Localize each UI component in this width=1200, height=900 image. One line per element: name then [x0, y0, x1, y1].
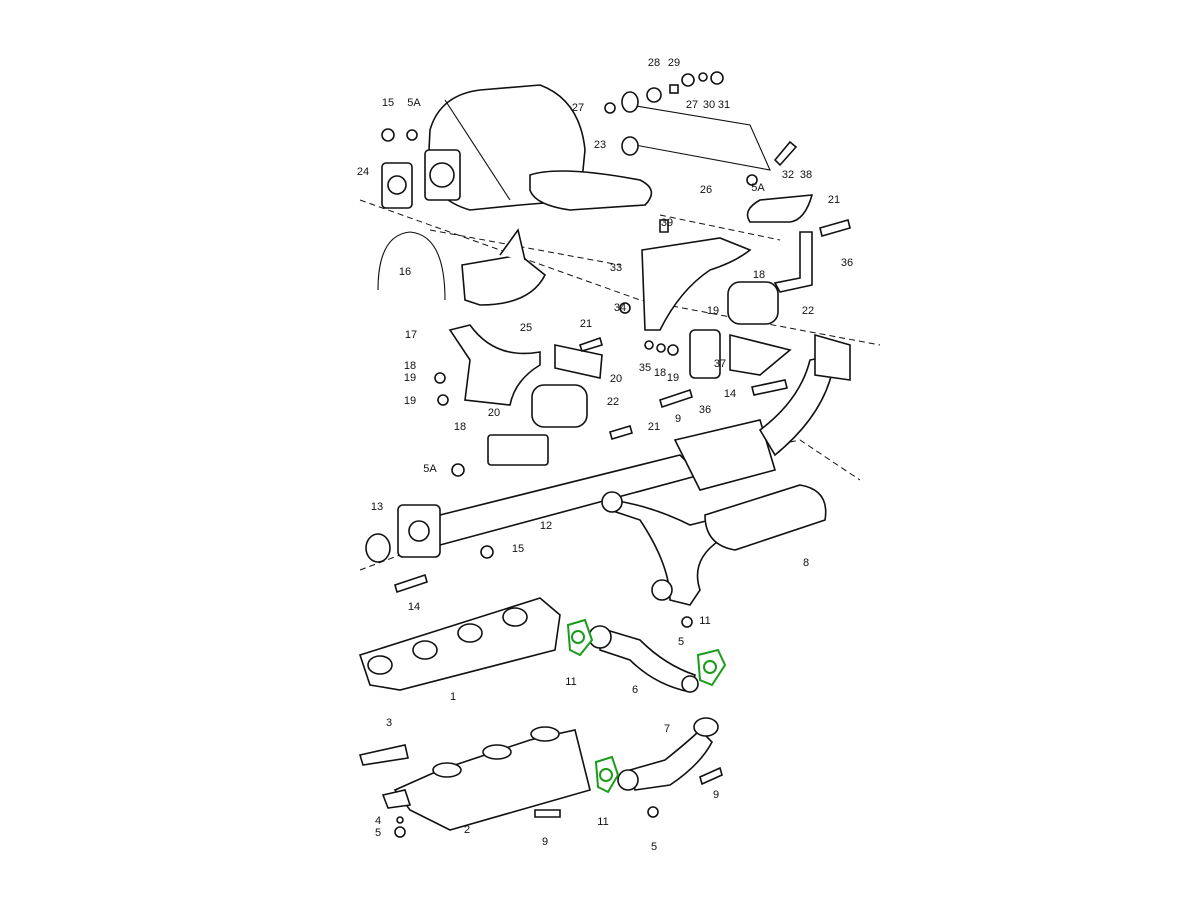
part-number-label: 18 — [404, 360, 416, 372]
part-number-label: 9 — [713, 789, 719, 801]
rear-silencer-part-23[interactable] — [424, 84, 653, 211]
u-bolt-part-16[interactable] — [377, 231, 446, 301]
part-number-label: 12 — [540, 520, 552, 532]
bracket-part-20[interactable] — [554, 344, 603, 379]
part-number-label: 21 — [580, 318, 592, 330]
part-number-label: 26 — [700, 184, 712, 196]
part-number-label: 31 — [718, 99, 730, 111]
part-number-label: 22 — [607, 396, 619, 408]
part-number-label: 19 — [667, 372, 679, 384]
part-number-label: 36 — [699, 404, 711, 416]
part-number-label: 15 — [512, 543, 524, 555]
part-number-label: 18 — [454, 421, 466, 433]
part-number-label: 27 — [572, 102, 584, 114]
part-number-label: 17 — [405, 329, 417, 341]
hardware-top[interactable] — [381, 71, 798, 186]
part-number-label: 9 — [542, 836, 548, 848]
part-number-label: 5 — [651, 841, 657, 853]
bracket-part-36-top[interactable] — [773, 231, 813, 293]
hardware-lower[interactable] — [394, 545, 723, 838]
heat-shield-part-25[interactable] — [461, 228, 547, 306]
part-number-label: 36 — [841, 257, 853, 269]
part-number-label: 21 — [648, 421, 660, 433]
part-number-label: 38 — [800, 169, 812, 181]
part-number-label: 21 — [828, 194, 840, 206]
part-number-label: 18 — [753, 269, 765, 281]
part-number-label: 11 — [565, 676, 576, 688]
part-number-label: 18 — [654, 367, 666, 379]
part-number-label: 7 — [664, 723, 670, 735]
pipe-part-7[interactable] — [617, 717, 719, 791]
part-number-label: 34 — [614, 302, 626, 314]
part-number-label: 19 — [404, 372, 416, 384]
part-number-label: 11 — [597, 816, 608, 828]
front-pipe-part-12[interactable] — [397, 333, 851, 558]
part-number-label: 35 — [639, 362, 651, 374]
part-number-label: 37 — [714, 358, 726, 370]
part-number-label: 20 — [488, 407, 500, 419]
part-number-label: 32 — [782, 169, 794, 181]
part-number-label: 19 — [404, 395, 416, 407]
intermediate-silencer-part-8[interactable] — [601, 484, 827, 606]
part-number-label: 19 — [707, 305, 719, 317]
part-number-label: 5 — [678, 636, 684, 648]
part-number-label: 5A — [751, 182, 765, 194]
bracket-part-33[interactable] — [641, 237, 752, 331]
assembly-lines — [359, 199, 881, 571]
part-number-label: 16 — [399, 266, 411, 278]
part-number-label: 9 — [675, 413, 681, 425]
exhaust-manifold-part-1[interactable] — [358, 597, 561, 691]
part-number-label: 27 — [686, 99, 698, 111]
part-number-label: 8 — [803, 557, 809, 569]
pipe-part-6[interactable] — [588, 625, 699, 693]
part-number-label: 6 — [632, 684, 638, 696]
rubber-mount-22[interactable] — [531, 384, 588, 428]
part-number-label: 14 — [408, 601, 420, 613]
part-number-label: 5A — [407, 97, 421, 109]
exhaust-manifold-part-2[interactable] — [358, 726, 591, 831]
part-number-label: 13 — [371, 501, 383, 513]
part-number-label: 2 — [464, 824, 470, 836]
part-number-label: 1 — [450, 691, 456, 703]
part-number-label: 29 — [668, 57, 680, 69]
bracket-part-26[interactable] — [621, 91, 771, 171]
part-number-label: 20 — [610, 373, 622, 385]
part-number-label: 33 — [610, 262, 622, 274]
clamp-ring-part-13[interactable] — [365, 533, 391, 563]
gasket-part-24[interactable] — [381, 162, 413, 209]
part-number-label: 11 — [699, 615, 710, 627]
gasket-part-11[interactable] — [566, 618, 727, 794]
part-number-label: 22 — [802, 305, 814, 317]
tailpipe-part-38[interactable] — [746, 194, 814, 223]
hardware-middle[interactable] — [434, 219, 851, 477]
rubber-mount-22-top[interactable] — [727, 281, 779, 325]
part-number-label: 4 — [375, 815, 381, 827]
part-number-label: 5 — [375, 827, 381, 839]
part-number-label: 30 — [703, 99, 715, 111]
part-number-label: 3 — [386, 717, 392, 729]
mount-36-and-plate-37[interactable] — [689, 329, 792, 379]
part-number-label: 25 — [520, 322, 532, 334]
bracket-part-17[interactable] — [448, 324, 541, 406]
part-number-label: 23 — [594, 139, 606, 151]
part-number-label: 28 — [648, 57, 660, 69]
part-number-label: 14 — [724, 388, 736, 400]
part-number-label: 15 — [382, 97, 394, 109]
part-number-label: 24 — [357, 166, 369, 178]
part-number-label: 39 — [661, 217, 673, 229]
part-number-label: 5A — [423, 463, 437, 475]
